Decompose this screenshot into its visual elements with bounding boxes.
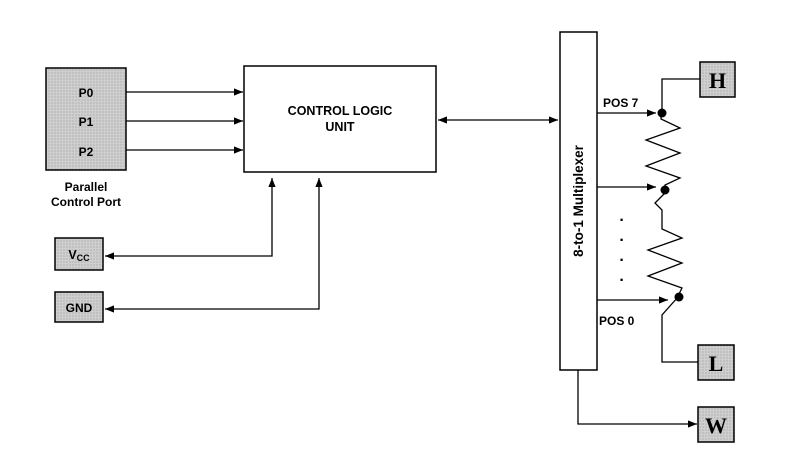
control-logic-box: [243, 65, 437, 173]
control-logic-unit: CONTROL LOGIC UNIT: [243, 65, 437, 173]
l-wire: [661, 325, 698, 363]
control-logic-line2: UNIT: [325, 120, 355, 134]
ellipsis-dot-3: ·: [619, 252, 624, 269]
resistor-ladder: [644, 108, 684, 325]
gnd-box: [54, 291, 104, 323]
port-caption-line2: Control Port: [51, 195, 121, 209]
ellipsis-dot-4: ·: [619, 272, 624, 289]
h-box: [699, 61, 736, 98]
multiplexer: 8-to-1 Multiplexer: [559, 31, 598, 371]
multiplexer-label: 8-to-1 Multiplexer: [571, 144, 586, 257]
ellipsis-dot-1: ·: [619, 212, 624, 229]
gnd-label: GND: [66, 301, 93, 315]
vcc-box: [54, 237, 104, 271]
l-terminal: L: [697, 344, 735, 381]
tap-node-top: [657, 108, 667, 118]
port-box: [45, 67, 127, 171]
h-wire: [661, 78, 700, 109]
pin-p0-label: P0: [79, 86, 94, 100]
pos0-label: POS 0: [599, 314, 635, 328]
port-caption-line1: Parallel: [65, 180, 108, 194]
h-terminal: H: [699, 61, 736, 98]
parallel-control-port: P0 P1 P2 Parallel Control Port: [45, 67, 127, 209]
pos7-label: POS 7: [603, 96, 639, 110]
h-label: H: [709, 68, 726, 93]
l-box: [697, 344, 735, 381]
vcc-label: VCC: [68, 248, 90, 263]
vcc-terminal: VCC: [54, 237, 104, 271]
w-terminal: W: [697, 406, 735, 443]
l-label: L: [709, 351, 724, 376]
tap-node-bottom: [674, 292, 684, 302]
gnd-wire: [105, 178, 323, 313]
tap-node-middle: [660, 185, 670, 195]
pin-p2-label: P2: [79, 145, 94, 159]
w-box: [697, 406, 735, 443]
w-wire: [577, 370, 697, 428]
control-logic-line1: CONTROL LOGIC: [288, 104, 393, 118]
resistor-tail: [661, 296, 679, 325]
ellipsis-dot-2: ·: [619, 232, 624, 249]
resistor-lower: [646, 192, 684, 297]
gnd-terminal: GND: [54, 291, 104, 323]
resistor-upper: [644, 116, 682, 193]
pin-p1-label: P1: [79, 115, 94, 129]
vcc-wire: [105, 178, 276, 260]
w-label: W: [705, 413, 727, 438]
